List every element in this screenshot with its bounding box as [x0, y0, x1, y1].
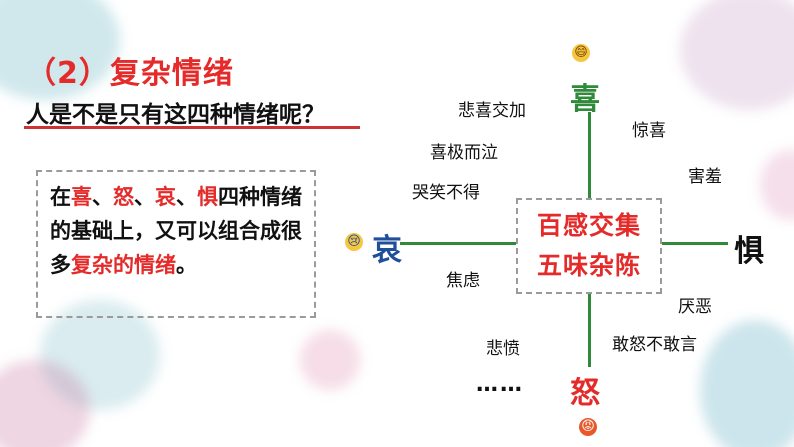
- desc-text: 四种情绪的基础上，又可以组合成很多: [50, 185, 302, 277]
- emotion-fear: 惧: [734, 234, 764, 269]
- axis-bottom-line: [588, 293, 591, 367]
- word-xiji: 喜极而泣: [430, 143, 498, 163]
- question-text: 人是不是只有这四种情绪呢？: [26, 102, 325, 128]
- watercolor-blob: [680, 0, 794, 110]
- happy-face-icon: 😄: [572, 44, 590, 62]
- desc-nu: 怒: [113, 185, 134, 209]
- watercolor-blob: [40, 300, 160, 410]
- center-line-1: 百感交集: [536, 211, 641, 240]
- section-title: （2）复杂情绪: [26, 56, 234, 91]
- word-yanwu: 厌恶: [678, 297, 712, 317]
- watercolor-blob: [760, 150, 794, 220]
- watercolor-blob: [700, 320, 794, 447]
- desc-sep: 、: [134, 185, 155, 209]
- axis-right-line: [660, 242, 728, 245]
- axis-left-line: [400, 242, 518, 245]
- word-kuxiao: 哭笑不得: [412, 183, 480, 203]
- word-ganu: 敢怒不敢言: [612, 335, 697, 355]
- crying-face-icon: 😢: [345, 233, 363, 251]
- center-box: 百感交集 五味杂陈: [516, 198, 662, 294]
- question-underline: [24, 126, 360, 129]
- axis-top-line: [588, 112, 591, 204]
- word-beifen: 悲愤: [486, 339, 520, 359]
- desc-xi: 喜: [71, 185, 92, 209]
- watercolor-blob: [300, 330, 360, 390]
- word-haixiu: 害羞: [688, 167, 722, 187]
- word-jiaolv: 焦虑: [446, 271, 480, 291]
- ellipsis: ……: [476, 372, 524, 397]
- desc-sep: 、: [92, 185, 113, 209]
- desc-sep: 、: [176, 185, 197, 209]
- desc-end: 。: [176, 253, 197, 277]
- desc-ju: 惧: [197, 185, 218, 209]
- word-beixi: 悲喜交加: [458, 101, 526, 121]
- emotion-joy: 喜: [570, 82, 600, 117]
- emotion-anger: 怒: [570, 376, 600, 411]
- desc-text: 在: [50, 185, 71, 209]
- center-line-2: 五味杂陈: [536, 251, 641, 280]
- word-jingxi: 惊喜: [632, 121, 666, 141]
- angry-face-icon: 😡: [579, 418, 597, 436]
- description-box: 在喜、怒、哀、惧四种情绪的基础上，又可以组合成很多复杂的情绪。: [36, 170, 316, 318]
- desc-complex: 复杂的情绪: [71, 253, 176, 277]
- emotion-sorrow: 哀: [372, 233, 402, 268]
- desc-ai: 哀: [155, 185, 176, 209]
